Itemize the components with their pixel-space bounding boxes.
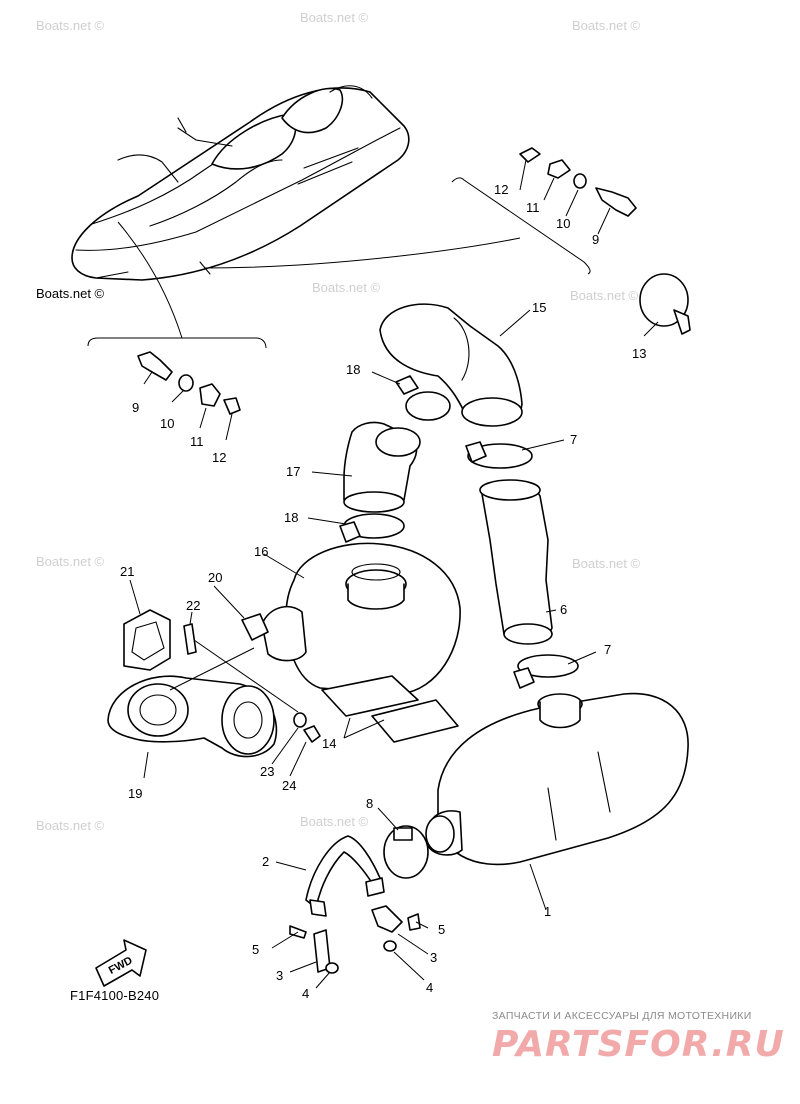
fitting-set-right <box>519 147 637 217</box>
brand-subtitle: ЗАПЧАСТИ И АКСЕССУАРЫ ДЛЯ МОТОТЕХНИКИ <box>492 1010 752 1022</box>
callout-11: 11 <box>190 434 204 449</box>
watermark-text: Boats.net © <box>36 18 105 33</box>
callout-3: 3 <box>430 950 437 965</box>
watermark-text: Boats.net © <box>572 18 641 33</box>
callout-2: 2 <box>262 854 269 869</box>
elbow-hose-15 <box>379 303 523 427</box>
callout-20: 20 <box>208 570 222 585</box>
elbow-hose-17 <box>343 421 421 513</box>
callout-24: 24 <box>282 778 296 793</box>
nut-24 <box>303 725 321 743</box>
watermark-text: Boats.net © <box>36 554 105 569</box>
callout-16: 16 <box>254 544 268 559</box>
callout-22: 22 <box>186 598 200 613</box>
callout-9: 9 <box>132 400 139 415</box>
group-bracket-left <box>87 337 267 349</box>
callout-11: 11 <box>526 200 540 215</box>
fwd-arrow-icon: FWD <box>95 939 147 987</box>
brand-logo: PARTSFOR.RU <box>492 1024 785 1065</box>
exhaust-tube-19 <box>107 675 278 758</box>
gasket-21 <box>123 609 171 671</box>
callout-19: 19 <box>128 786 142 801</box>
callout-18: 18 <box>284 510 298 525</box>
hose-6 <box>479 479 553 645</box>
callout-10: 10 <box>556 216 570 231</box>
watermark-text: Boats.net © <box>570 288 639 303</box>
callout-21: 21 <box>120 564 134 579</box>
callout-8: 8 <box>366 796 373 811</box>
bracket-set-right <box>371 905 421 952</box>
hose-clamp-7-lower <box>513 654 579 689</box>
watermark-text: Boats.net © <box>312 280 381 295</box>
washer-23 <box>293 712 307 728</box>
watermark-text: Boats.net © <box>300 814 369 829</box>
callout-15: 15 <box>532 300 546 315</box>
callout-12: 12 <box>494 182 508 197</box>
callout-23: 23 <box>260 764 274 779</box>
callout-3: 3 <box>276 968 283 983</box>
hose-clamp-20 <box>241 613 269 641</box>
callout-17: 17 <box>286 464 300 479</box>
hose-clamp-7-upper <box>465 441 533 469</box>
bracket-set-left <box>289 925 339 974</box>
muffler-1 <box>425 692 689 866</box>
hose-clamp-13 <box>639 273 691 335</box>
water-lock-16 <box>261 542 461 695</box>
callout-6: 6 <box>560 602 567 617</box>
callout-1: 1 <box>544 904 551 919</box>
callout-9: 9 <box>592 232 599 247</box>
watercraft-illustration <box>71 85 410 281</box>
pads-14 <box>321 675 459 743</box>
callout-5: 5 <box>438 922 445 937</box>
hose-clamp-18-upper <box>395 375 451 421</box>
callout-5: 5 <box>252 942 259 957</box>
callout-14: 14 <box>322 736 336 751</box>
fitting-set-left <box>137 351 241 415</box>
callout-labels: 1 2 3 3 4 4 5 5 6 7 7 8 9 9 10 10 11 11 … <box>120 182 646 1001</box>
callout-7: 7 <box>570 432 577 447</box>
boats-net-label: Boats.net © <box>36 286 105 301</box>
watermark-text: Boats.net © <box>300 10 369 25</box>
group-bracket-right <box>451 177 591 275</box>
diagram-code: F1F4100-B240 <box>70 988 160 1003</box>
callout-7: 7 <box>604 642 611 657</box>
watermark-text: Boats.net © <box>36 818 105 833</box>
callout-4: 4 <box>302 986 309 1001</box>
callout-10: 10 <box>160 416 174 431</box>
callout-18: 18 <box>346 362 360 377</box>
hose-clamp-8 <box>383 825 429 879</box>
leader-lines <box>129 159 659 989</box>
hose-clamp-18-lower <box>339 513 405 543</box>
bolt-22 <box>183 623 197 655</box>
callout-12: 12 <box>212 450 226 465</box>
strap-2 <box>305 835 385 917</box>
callout-4: 4 <box>426 980 433 995</box>
watermark-text: Boats.net © <box>572 556 641 571</box>
callout-13: 13 <box>632 346 646 361</box>
